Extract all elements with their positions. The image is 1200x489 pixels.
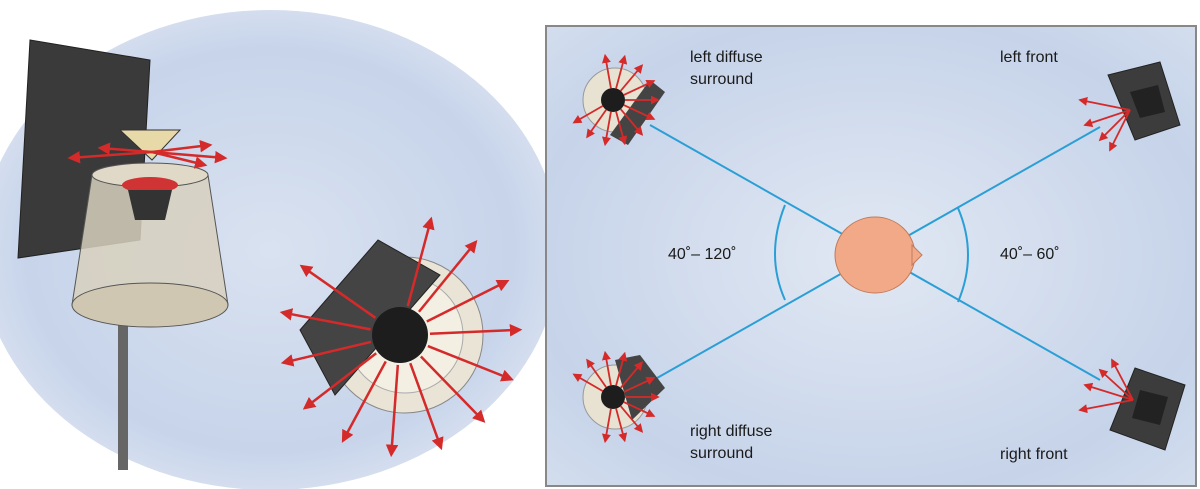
sound-arrow: [623, 104, 656, 121]
sound-arrows-fan: [279, 216, 523, 458]
pole: [118, 300, 128, 470]
sound-arrows-front: [1078, 96, 1134, 414]
front-angle-arc: [957, 207, 969, 303]
sound-arrow: [602, 53, 612, 89]
sound-arrow: [602, 111, 612, 147]
sound-arrow: [429, 323, 523, 337]
label-left-front: left front: [1000, 49, 1058, 66]
sound-arrow: [586, 109, 607, 139]
sound-arrow: [620, 405, 644, 433]
sound-arrow: [620, 361, 644, 389]
sound-arrow: [602, 408, 612, 444]
sound-arrow: [623, 79, 656, 96]
listener-head: [834, 216, 923, 294]
sound-arrow: [420, 355, 486, 423]
sound-arrow: [615, 54, 628, 89]
sound-arrow: [615, 111, 628, 146]
left-front-speaker: [1107, 61, 1181, 141]
sound-arrow: [623, 376, 656, 393]
sound-arrow: [427, 344, 514, 382]
sound-arrow: [620, 108, 644, 136]
label-right-diffuse-surround: right diffuse surround: [690, 423, 773, 462]
sound-arrow: [572, 105, 604, 124]
sound-arrow: [620, 64, 644, 92]
sound-arrow: [280, 340, 372, 367]
label-front-angle: 40˚– 60˚: [1000, 246, 1060, 263]
sound-arrow: [615, 408, 628, 443]
tilted-surround-speaker: [299, 239, 484, 414]
cone-tweeter: [118, 129, 182, 161]
right-front-speaker: [1109, 367, 1186, 451]
sound-arrow: [302, 352, 377, 410]
red-disc: [122, 177, 178, 193]
surround-angle-arc: [774, 204, 786, 301]
sound-arrow: [426, 280, 510, 323]
sound-arrow: [417, 240, 478, 313]
sound-arrows-lamp: [67, 139, 228, 169]
sound-arrows-diffuse: [572, 53, 660, 444]
sound-arrow: [341, 360, 387, 443]
sound-arrow: [406, 216, 435, 307]
sound-arrow: [279, 308, 371, 331]
sound-arrow: [615, 351, 628, 386]
label-right-front: right front: [1000, 446, 1068, 463]
left-illustration: [0, 10, 560, 489]
sound-arrow: [385, 364, 400, 458]
driver-icon: [128, 190, 172, 220]
sound-arrow: [572, 373, 604, 392]
label-left-diffuse-surround: left diffuse surround: [690, 49, 763, 88]
sound-arrow: [299, 264, 377, 319]
sound-arrow: [602, 350, 612, 386]
label-surround-angle: 40˚– 120˚: [668, 246, 737, 263]
sound-arrow: [409, 362, 444, 451]
sound-arrow: [623, 401, 656, 418]
sound-arrow: [586, 358, 607, 388]
layout-panel: [545, 25, 1197, 487]
